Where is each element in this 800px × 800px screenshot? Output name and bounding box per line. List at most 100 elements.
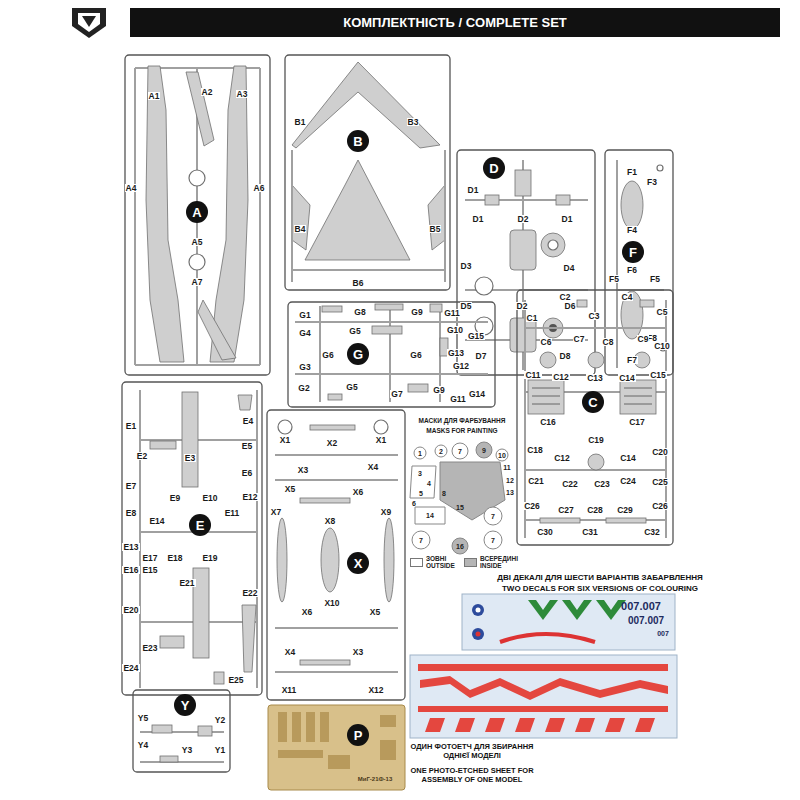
sprue-b bbox=[292, 150, 445, 282]
photo-etched-fret bbox=[328, 755, 350, 769]
part-number: X3 bbox=[297, 466, 309, 475]
sprue-a bbox=[198, 300, 236, 360]
sprue-c bbox=[640, 300, 654, 307]
part-number: G6 bbox=[409, 351, 422, 360]
etch-note: ОДИН ФОТОЕТЧ ДЛЯ ЗБИРАННЯ ОДНІЄЇ МОДЕЛІ bbox=[407, 743, 537, 760]
photo-etched-fret bbox=[380, 715, 396, 727]
sprue-x bbox=[300, 498, 350, 503]
part-number: E12 bbox=[241, 493, 258, 502]
sprue-f bbox=[621, 291, 643, 339]
sprue-x bbox=[267, 410, 405, 700]
part-number: A3 bbox=[236, 90, 249, 99]
sprue-e bbox=[242, 605, 256, 672]
part-number: G12 bbox=[452, 362, 470, 371]
part-number: C26 bbox=[651, 502, 669, 511]
sprue-d bbox=[485, 195, 499, 205]
sprue-g bbox=[328, 394, 342, 400]
sprue-d bbox=[541, 233, 565, 257]
part-number: X9 bbox=[380, 508, 392, 517]
part-number: Y3 bbox=[181, 746, 193, 755]
part-number: E2 bbox=[136, 452, 148, 461]
sprue-letter: D bbox=[483, 157, 505, 179]
part-number: E7 bbox=[125, 482, 137, 491]
part-number: X2 bbox=[326, 439, 338, 448]
part-number: C32 bbox=[643, 528, 661, 537]
sprue-letter-text: D bbox=[489, 162, 498, 175]
part-number: G1 bbox=[298, 311, 311, 320]
maker-logo bbox=[72, 8, 106, 38]
legend-text: ВСЕРЕДИНІ INSIDE bbox=[480, 555, 524, 569]
part-number: X6 bbox=[301, 608, 313, 617]
sprue-g bbox=[408, 384, 428, 392]
part-number: D6 bbox=[564, 302, 577, 311]
decal-sheet-stripes bbox=[420, 676, 668, 700]
sprue-x bbox=[374, 420, 388, 434]
part-number: C27 bbox=[557, 506, 575, 515]
part-number: C6 bbox=[540, 338, 553, 347]
sprue-letter-text: G bbox=[353, 348, 363, 361]
decal-marking: 007.007 bbox=[621, 601, 661, 612]
part-number: C14 bbox=[619, 454, 637, 463]
mask-number: 10 bbox=[498, 452, 506, 459]
decal-sheet bbox=[528, 600, 558, 620]
sprue-c bbox=[517, 290, 673, 545]
sprue-e bbox=[182, 392, 198, 487]
legend-item: ЗОВНІ OUTSIDE bbox=[410, 555, 456, 569]
part-number: E22 bbox=[241, 589, 258, 598]
decal-sheet bbox=[476, 632, 481, 637]
sprue-letter: G bbox=[347, 343, 369, 365]
maker-logo bbox=[82, 16, 96, 27]
paint-masks bbox=[435, 445, 447, 457]
sprue-y bbox=[160, 756, 178, 762]
part-number: G15 bbox=[467, 332, 485, 341]
part-number: C1 bbox=[526, 314, 539, 323]
sprue-letter: P bbox=[347, 724, 369, 746]
part-number: C22 bbox=[561, 480, 579, 489]
part-number: C31 bbox=[581, 528, 599, 537]
sprue-e bbox=[150, 441, 176, 449]
mask-heading: МАСКИ ДЛЯ ФАРБУВАННЯ bbox=[419, 418, 506, 425]
fret-marking: МиГ-21Ф-13 bbox=[358, 776, 393, 782]
paint-masks bbox=[410, 442, 508, 554]
decal-note: ДВІ ДЕКАЛІ ДЛЯ ШЕСТИ ВАРІАНТІВ ЗАБАРВЛЕН… bbox=[497, 574, 702, 582]
part-number: E3 bbox=[184, 454, 196, 463]
sprue-letter: X bbox=[347, 552, 369, 574]
decal-sheet-stripes bbox=[418, 664, 668, 671]
mask-number: 8 bbox=[442, 490, 446, 497]
mask-legend: ЗОВНІ OUTSIDE ВСЕРЕДИНІ INSIDE bbox=[410, 555, 524, 569]
decal-sheet bbox=[472, 628, 484, 640]
sprue-c bbox=[588, 352, 604, 368]
photo-etched-fret bbox=[268, 705, 405, 790]
part-number: C7 bbox=[573, 335, 586, 344]
part-number: Y4 bbox=[137, 741, 149, 750]
part-number: E18 bbox=[166, 554, 183, 563]
part-number: E11 bbox=[224, 509, 241, 518]
part-number: X6 bbox=[352, 488, 364, 497]
part-number: D1 bbox=[472, 215, 485, 224]
part-number: A2 bbox=[201, 88, 214, 97]
etch-note: ONE PHOTO-ETCHED SHEET FOR ASSEMBLY OF O… bbox=[407, 767, 537, 784]
part-number: E5 bbox=[241, 442, 253, 451]
part-number: B3 bbox=[407, 118, 420, 127]
decal-sheet bbox=[562, 600, 592, 620]
sprue-x bbox=[278, 420, 292, 434]
sprue-b bbox=[305, 160, 410, 260]
part-number: G8 bbox=[353, 308, 366, 317]
part-number: X1 bbox=[279, 436, 291, 445]
part-number: G9 bbox=[410, 308, 423, 317]
decal-sheet-stripes bbox=[410, 655, 677, 738]
mask-number: 7 bbox=[491, 537, 495, 544]
sprue-x bbox=[267, 410, 405, 700]
sprue-g bbox=[288, 302, 495, 407]
part-number: G9 bbox=[432, 386, 445, 395]
sprue-letter-text: B bbox=[353, 135, 362, 148]
mask-number: 3 bbox=[418, 470, 422, 477]
sprue-letter: B bbox=[347, 130, 369, 152]
sprue-c bbox=[540, 518, 580, 523]
part-number: E20 bbox=[122, 606, 139, 615]
photo-etched-fret bbox=[320, 712, 329, 742]
sprue-b bbox=[285, 55, 450, 290]
sprue-x bbox=[310, 425, 355, 430]
